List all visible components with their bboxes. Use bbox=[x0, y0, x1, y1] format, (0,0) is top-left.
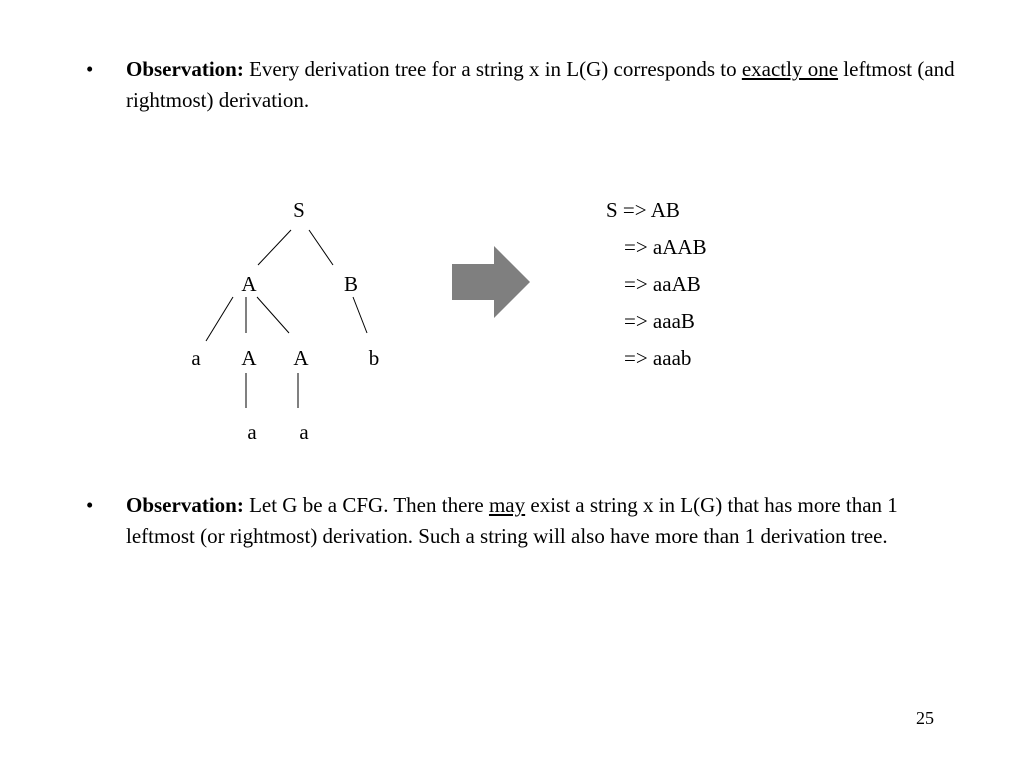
tree-leaf-a-left: a bbox=[247, 420, 257, 444]
observation-label: Observation: bbox=[126, 57, 244, 81]
tree-node-S: S bbox=[293, 198, 305, 222]
observation-2-text: Observation: Let G be a CFG. Then there … bbox=[126, 490, 956, 552]
tree-node-A-right: A bbox=[293, 346, 309, 370]
observation-1-text-after: leftmost (and rightmost) derivation. bbox=[126, 57, 955, 112]
observation-label: Observation: bbox=[126, 493, 244, 517]
observation-1-text-before: Every derivation tree for a string x in … bbox=[243, 57, 742, 81]
tree-node-A: A bbox=[241, 272, 257, 296]
derivation-step-3: => aaAB bbox=[624, 272, 701, 296]
observation-2-text-after: exist a string x in L(G) that has more t… bbox=[126, 493, 898, 548]
edge-B-b bbox=[352, 296, 368, 334]
tree-node-b: b bbox=[368, 346, 380, 370]
derivation-step-1: S => AB bbox=[606, 198, 680, 222]
edge-S-A bbox=[257, 229, 292, 266]
derivation-step-2: => aAAB bbox=[624, 235, 707, 259]
observation-2-text-before: Let G be a CFG. Then there bbox=[243, 493, 489, 517]
tree-node-B: B bbox=[343, 272, 359, 296]
edge-S-B bbox=[308, 229, 334, 266]
may-underlined: may bbox=[488, 493, 526, 517]
observation-1-text: Observation: Every derivation tree for a… bbox=[126, 54, 956, 116]
tree-node-a: a bbox=[191, 346, 201, 370]
derivation-step-4: => aaaB bbox=[624, 309, 695, 333]
edge-A-a bbox=[205, 296, 234, 342]
edge-A-A3 bbox=[256, 296, 290, 334]
tree-node-A-left: A bbox=[241, 346, 257, 370]
bullet-marker: • bbox=[86, 57, 94, 81]
page-number: 25 bbox=[916, 708, 934, 728]
exactly-one-underlined: exactly one bbox=[741, 57, 839, 81]
derivation-step-5: => aaab bbox=[624, 346, 692, 370]
tree-leaf-a-right: a bbox=[299, 420, 309, 444]
right-arrow-icon bbox=[452, 246, 530, 318]
bullet-marker: • bbox=[86, 493, 94, 517]
